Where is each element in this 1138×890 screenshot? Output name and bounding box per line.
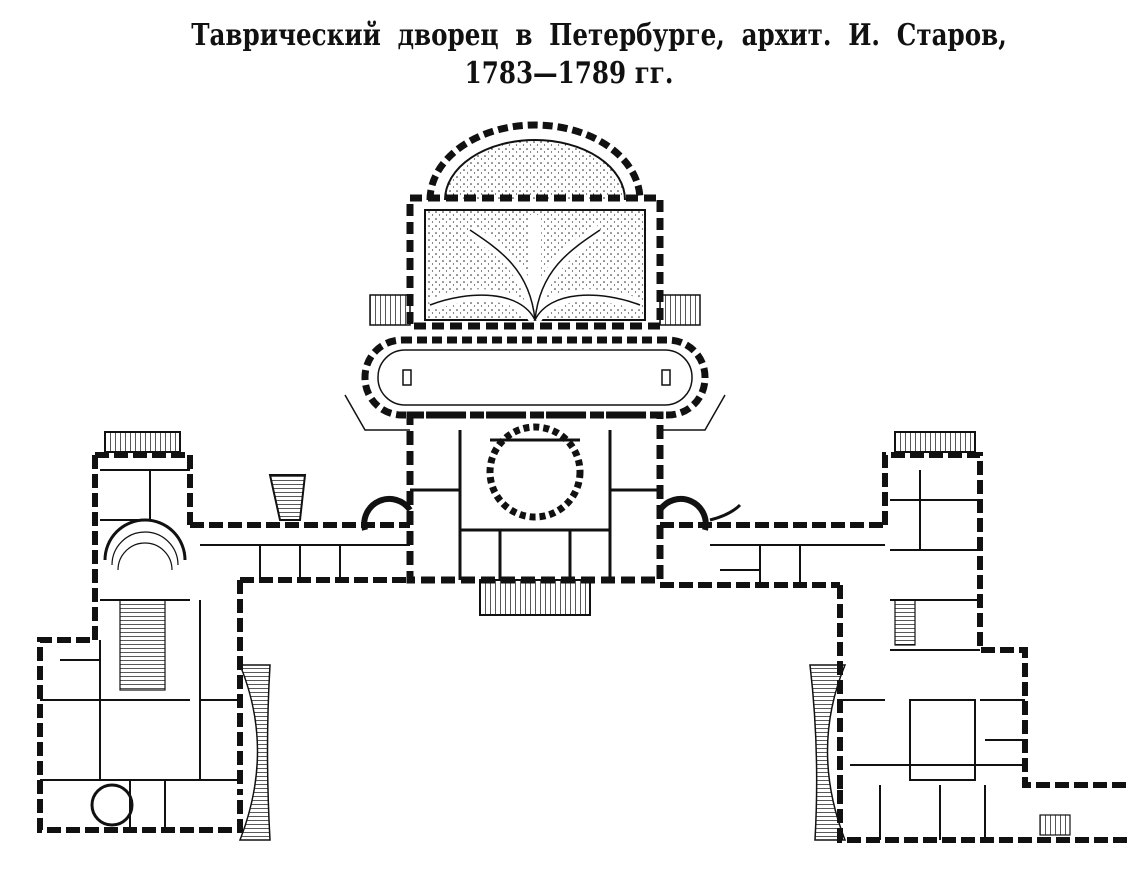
central-block [361,411,709,616]
caption-title: Таврический дворец в Петербурге, архит. … [191,18,1007,53]
left-wing [37,431,410,841]
winter-garden [369,121,701,330]
right-wing [660,431,1130,843]
caption-dates: 1783—1789 гг. [464,56,674,91]
